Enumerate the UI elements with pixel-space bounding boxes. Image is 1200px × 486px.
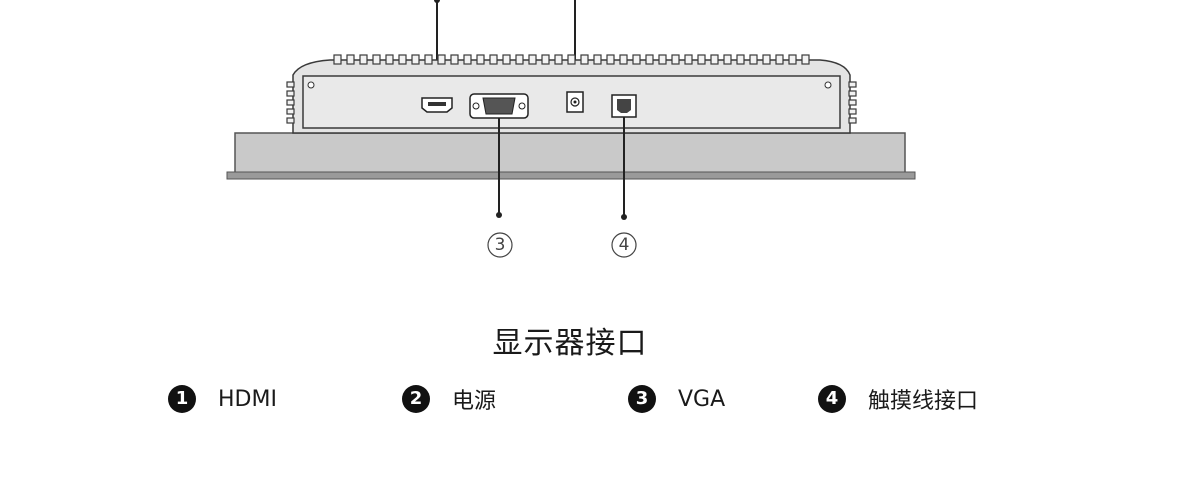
heatsink-fin bbox=[775, 54, 784, 65]
heatsink-fin bbox=[749, 54, 758, 65]
legend-label: VGA bbox=[678, 386, 726, 412]
legend-label: 触摸线接口 bbox=[868, 389, 979, 414]
vga-port bbox=[469, 93, 529, 119]
heatsink-fin bbox=[554, 54, 563, 65]
monitor-bezel bbox=[234, 132, 906, 174]
heatsink-fin bbox=[658, 54, 667, 65]
heatsink-fin bbox=[502, 54, 511, 65]
legend-number-badge: 1 bbox=[168, 385, 196, 413]
heatsink-fin bbox=[801, 54, 810, 65]
heatsink-fin bbox=[528, 54, 537, 65]
monitor-interface-diagram bbox=[226, 0, 916, 258]
monitor-bezel-lip bbox=[226, 171, 916, 180]
legend-item-touch: 4 触摸线接口 bbox=[818, 384, 978, 414]
heatsink-fin bbox=[359, 54, 368, 65]
legend-number-badge: 3 bbox=[628, 385, 656, 413]
leader-dot-touch bbox=[621, 214, 627, 220]
heatsink-fin bbox=[788, 54, 797, 65]
leader-dot-vga bbox=[496, 212, 502, 218]
legend-label: 电源 bbox=[452, 389, 497, 414]
heatsink-fin bbox=[372, 54, 381, 65]
panel-screw-left bbox=[307, 81, 315, 89]
heatsink-fin bbox=[541, 54, 550, 65]
heatsink-fin bbox=[736, 54, 745, 65]
heatsink-fin bbox=[848, 108, 857, 115]
callout-number-touch: 4 bbox=[618, 235, 630, 255]
heatsink-fin bbox=[333, 54, 342, 65]
heatsink-fin bbox=[463, 54, 472, 65]
heatsink-fin bbox=[848, 117, 857, 124]
legend-number-badge: 4 bbox=[818, 385, 846, 413]
heatsink-fin bbox=[848, 99, 857, 106]
heatsink-fin bbox=[286, 90, 295, 97]
heatsink-fin bbox=[848, 90, 857, 97]
heatsink-fin bbox=[286, 117, 295, 124]
leader-dot-hdmi bbox=[434, 0, 440, 3]
heatsink-fin bbox=[424, 54, 433, 65]
heatsink-fin bbox=[619, 54, 628, 65]
heatsink-fin bbox=[286, 81, 295, 88]
heatsink-fin bbox=[697, 54, 706, 65]
legend-item-hdmi: 1 HDMI bbox=[168, 384, 277, 414]
panel-screw-right bbox=[824, 81, 832, 89]
heatsink-fin bbox=[411, 54, 420, 65]
heatsink-fin bbox=[385, 54, 394, 65]
heatsink-fin bbox=[762, 54, 771, 65]
heatsink-fin bbox=[567, 54, 576, 65]
heatsink-fin bbox=[710, 54, 719, 65]
power-port bbox=[566, 91, 584, 113]
heatsink-fin bbox=[398, 54, 407, 65]
heatsink-fin bbox=[632, 54, 641, 65]
legend-label: HDMI bbox=[218, 386, 277, 412]
touch-usb-port bbox=[611, 94, 637, 118]
heatsink-fin bbox=[346, 54, 355, 65]
heatsink-fin bbox=[671, 54, 680, 65]
heatsink-fin bbox=[286, 108, 295, 115]
heatsink-fin bbox=[437, 54, 446, 65]
heatsink-fin bbox=[848, 81, 857, 88]
heatsink-fin bbox=[645, 54, 654, 65]
heatsink-fin bbox=[450, 54, 459, 65]
callout-number-vga: 3 bbox=[494, 235, 506, 255]
heatsink-fin bbox=[489, 54, 498, 65]
legend-number-badge: 2 bbox=[402, 385, 430, 413]
callout-circle-vga bbox=[487, 232, 513, 258]
heatsink-fin bbox=[684, 54, 693, 65]
hdmi-port bbox=[421, 97, 453, 113]
legend-item-vga: 3 VGA bbox=[628, 384, 725, 414]
heatsink-fin bbox=[580, 54, 589, 65]
callout-circle-touch bbox=[611, 232, 637, 258]
diagram-title: 显示器接口 bbox=[492, 326, 648, 361]
heatsink-fin bbox=[593, 54, 602, 65]
heatsink-fin bbox=[723, 54, 732, 65]
legend-item-power: 2 电源 bbox=[402, 384, 496, 414]
heatsink-fin bbox=[606, 54, 615, 65]
heatsink-fin bbox=[476, 54, 485, 65]
heatsink-fin bbox=[515, 54, 524, 65]
heatsink-fin bbox=[286, 99, 295, 106]
